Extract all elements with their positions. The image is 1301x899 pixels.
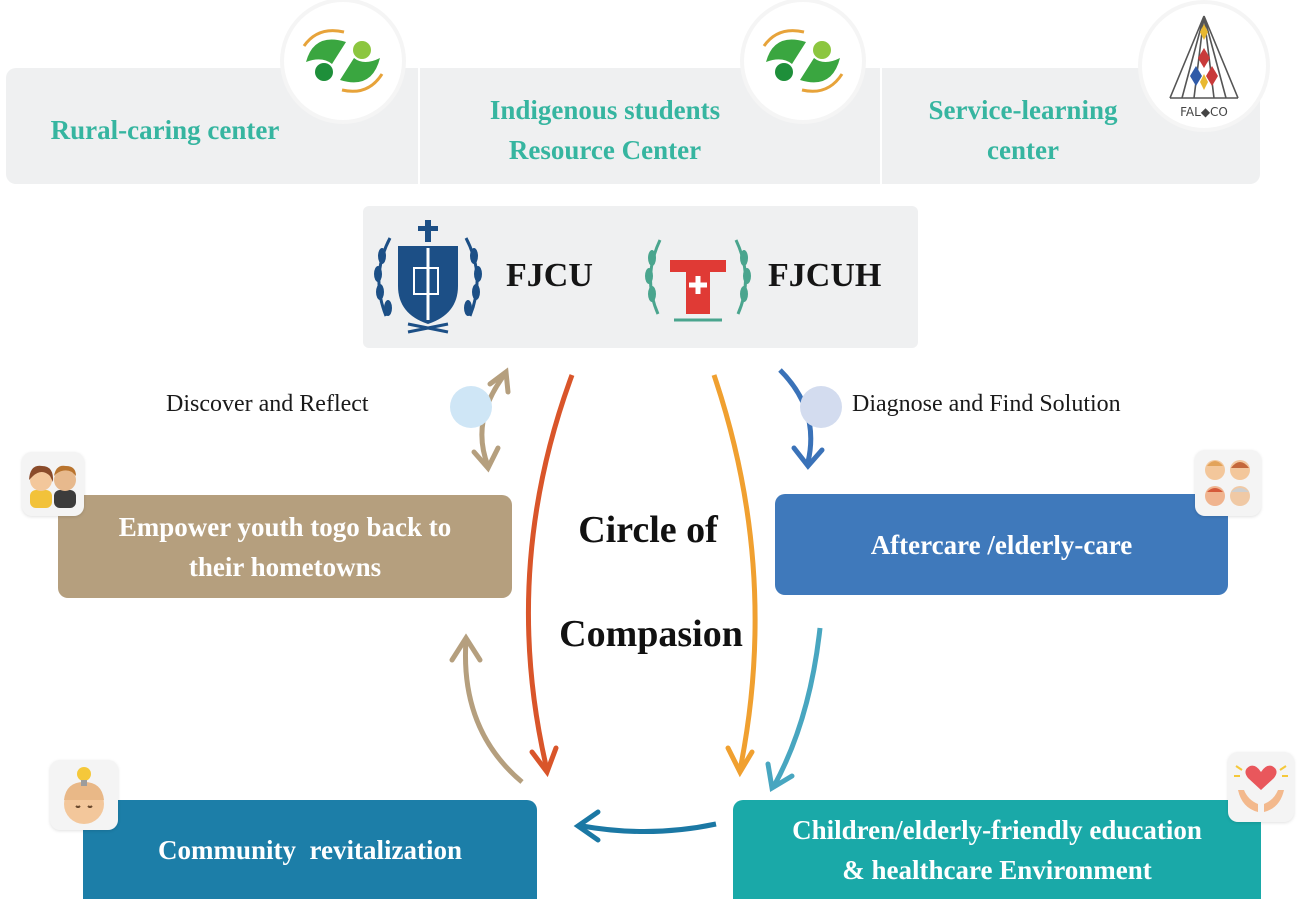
idea-head-icon-card	[50, 760, 118, 830]
discover-reflect-label: Discover and Reflect	[166, 391, 369, 417]
service-learning-line1: Service-learning	[928, 95, 1118, 125]
couple-icon-card	[22, 452, 84, 516]
idea-head-icon	[64, 767, 104, 824]
fjcu-emblem-icon	[374, 220, 482, 334]
diagnose-solution-label: Diagnose and Find Solution	[852, 391, 1121, 417]
couple-icon	[29, 465, 76, 508]
orange-circle-arrow	[711, 374, 758, 771]
service-learning-logo-icon	[762, 29, 844, 93]
empower-youth-line1: Empower youth togo back to	[118, 511, 452, 542]
service-learning-logo-icon	[302, 29, 384, 93]
aftercare-label: Aftercare /elderly-care	[870, 529, 1133, 560]
aftercare-to-children-arrow	[771, 627, 823, 788]
family-icon-card	[1195, 450, 1261, 516]
children-elderly-box: Children/elderly-friendly education & he…	[733, 800, 1261, 899]
children-elderly-line2: & healthcare Environment	[842, 854, 1152, 885]
diagnose-dot	[800, 386, 842, 428]
circle-title-line2: Compasion	[559, 613, 743, 655]
indigenous-center-label: Indigenous students Resource Center	[440, 90, 770, 170]
community-to-empower-arrow	[462, 639, 524, 784]
service-learning-center-label: Service-learning center	[898, 90, 1148, 170]
heart-hands-icon	[1234, 765, 1288, 812]
empower-youth-line2: their hometowns	[188, 551, 382, 582]
family-generations-icon	[1205, 460, 1250, 506]
fjcuh-label: FJCUH	[768, 257, 882, 294]
community-revitalization-box: Community revitalization	[83, 800, 537, 899]
falco-logo-text: FAL◆CO	[1180, 105, 1228, 119]
aftercare-box: Aftercare /elderly-care	[775, 494, 1228, 595]
rural-caring-center-label: Rural-caring center	[50, 115, 280, 145]
falco-logo-badge: FAL◆CO	[1142, 4, 1266, 128]
children-to-community-arrow	[581, 821, 717, 834]
heart-hands-icon-card	[1228, 752, 1294, 822]
service-learning-logo-badge	[284, 2, 402, 120]
discover-dot	[450, 386, 492, 428]
fjcu-label: FJCU	[506, 257, 593, 294]
circle-title-line1: Circle of	[578, 509, 718, 551]
red-circle-arrow	[525, 374, 575, 771]
fjcuh-emblem-icon	[645, 239, 751, 322]
community-revitalization-label: Community revitalization	[158, 834, 462, 865]
children-elderly-line1: Children/elderly-friendly education	[792, 814, 1202, 845]
falco-logo-icon: FAL◆CO	[1169, 15, 1239, 119]
service-learning-line2: center	[987, 135, 1059, 165]
divider	[880, 82, 882, 174]
empower-youth-box: Empower youth togo back to their hometow…	[58, 495, 512, 598]
divider	[418, 82, 420, 174]
indigenous-center-line1: Indigenous students	[489, 95, 721, 125]
service-learning-logo-badge-2	[744, 2, 862, 120]
indigenous-center-line2: Resource Center	[508, 135, 702, 165]
